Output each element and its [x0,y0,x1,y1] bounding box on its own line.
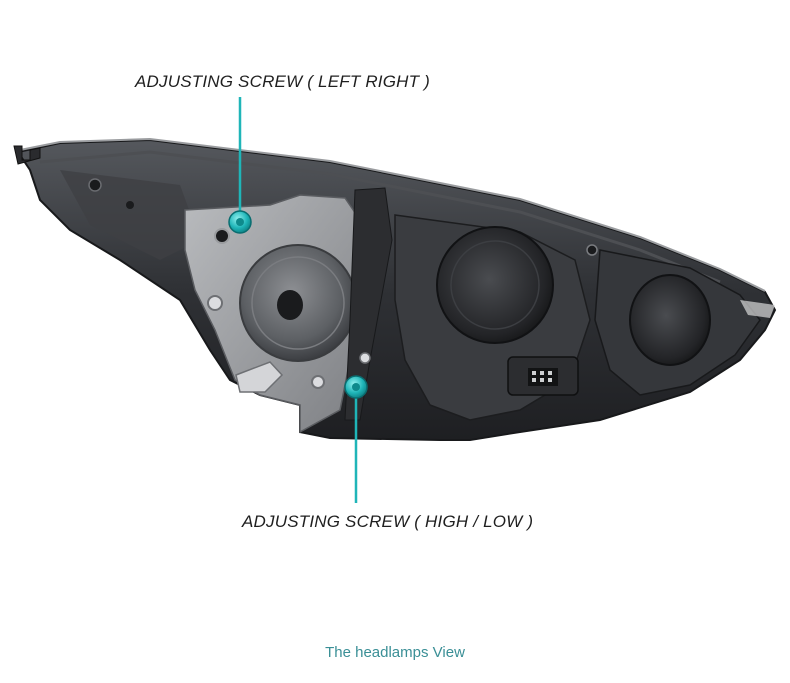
cap-center-hole [277,290,303,320]
callout-label-high-low: ADJUSTING SCREW ( HIGH / LOW ) [242,512,534,531]
high-beam-cap [436,226,554,344]
turn-signal-cap [629,274,711,366]
image-caption: The headlamps View [325,644,465,661]
mounting-clip [13,145,41,165]
callout-label-left-right: ADJUSTING SCREW ( LEFT RIGHT ) [135,72,430,91]
